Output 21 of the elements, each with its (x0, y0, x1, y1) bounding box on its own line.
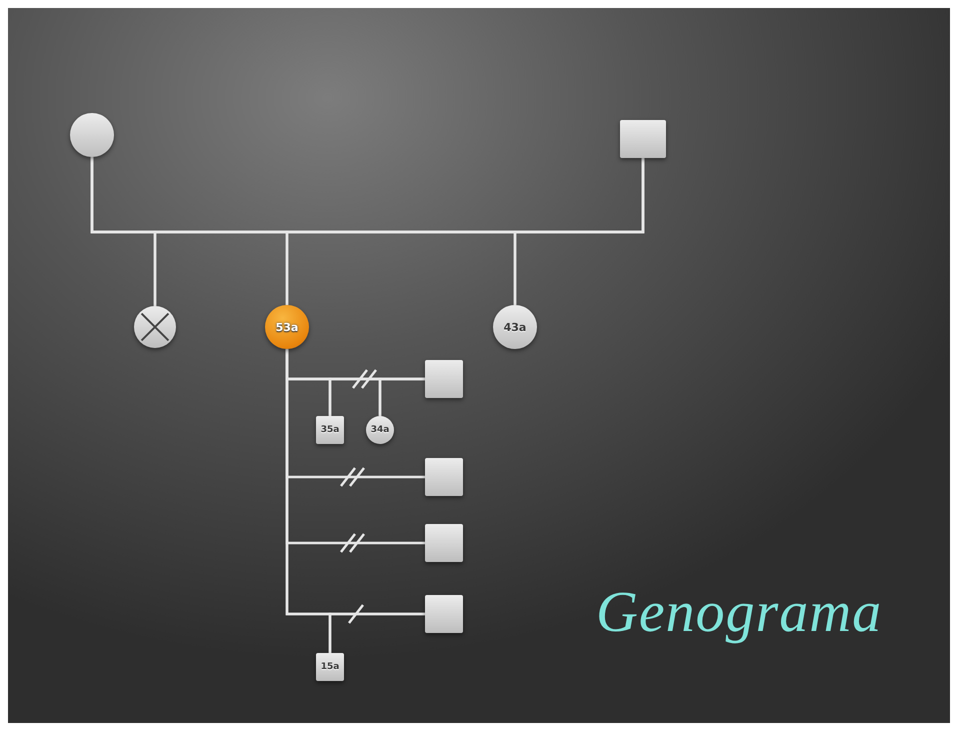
female-circle (493, 305, 537, 349)
female-circle (265, 305, 309, 349)
deceased-circle (134, 306, 176, 348)
female-circle (366, 416, 394, 444)
age-label: 15a (320, 662, 340, 672)
title: Genograma (596, 578, 882, 645)
relationship-line (378, 378, 425, 416)
male-square (425, 360, 463, 398)
male-square (620, 120, 666, 158)
relationship-line (514, 158, 644, 305)
female-circle (70, 113, 114, 157)
age-label: 34a (370, 425, 390, 435)
male-square (316, 653, 344, 681)
age-label: 35a (320, 425, 340, 435)
male-square (425, 458, 463, 496)
male-square (425, 595, 463, 633)
male-square (425, 524, 463, 562)
relationship-line (328, 612, 425, 653)
male-square (316, 416, 344, 444)
age-label: 43a (504, 320, 526, 334)
age-label: 53a (276, 320, 298, 334)
